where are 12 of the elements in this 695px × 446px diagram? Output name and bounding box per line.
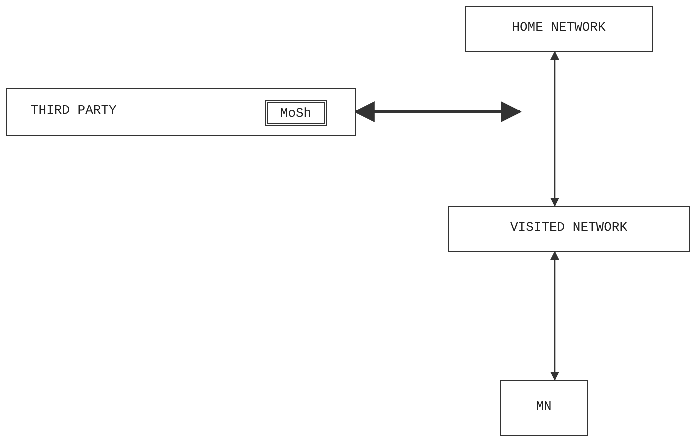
node-label: MN — [536, 399, 552, 414]
node-label: MoSh — [280, 106, 312, 121]
arrow — [550, 51, 560, 207]
network-box — [448, 206, 690, 252]
node-label: VISITED NETWORK — [510, 220, 628, 235]
node-label: HOME NETWORK — [512, 20, 606, 35]
network-box — [500, 380, 588, 436]
network-box — [6, 88, 356, 136]
network-box — [465, 6, 653, 52]
node-label: THIRD PARTY — [31, 103, 117, 118]
arrow — [550, 251, 560, 381]
inner-box — [265, 100, 327, 126]
